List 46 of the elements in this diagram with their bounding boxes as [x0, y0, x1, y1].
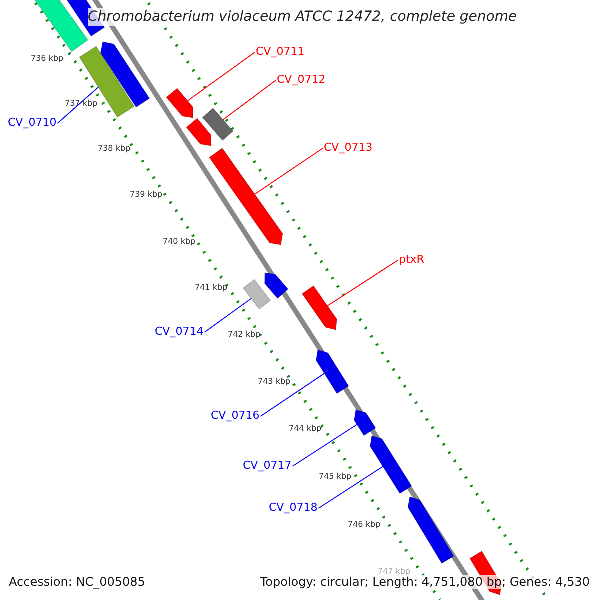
gene-label: CV_0711 [256, 45, 305, 58]
leader-line [292, 424, 358, 467]
gene-block [242, 279, 272, 310]
scale-label: 740 kbp [163, 237, 196, 247]
leader-line [222, 80, 276, 120]
gene-label: CV_0718 [269, 501, 318, 514]
scale-label: 746 kbp [348, 520, 381, 530]
leader-line [187, 52, 256, 102]
gene-block [202, 108, 234, 142]
gene-block [209, 148, 284, 246]
leader-line [327, 260, 398, 306]
scale-label: 747 kbp [378, 567, 411, 576]
genome-info-text: Topology: circular; Length: 4,751,080 bp; Genes: 4,530 [260, 575, 590, 589]
map-title: Chromobacterium violaceum ATCC 12472, complete genome [88, 8, 518, 26]
scale-label: 739 kbp [130, 190, 163, 200]
gene-label: CV_0710 [8, 116, 57, 129]
scale-label: 736 kbp [31, 54, 64, 64]
scale-label: 745 kbp [319, 472, 352, 482]
gene-block [316, 350, 350, 394]
leader-line [318, 466, 384, 509]
scale-label: 737 kbp [65, 99, 98, 109]
gene-block [264, 272, 289, 300]
gene-block [186, 118, 212, 146]
leader-line [204, 298, 252, 333]
gene-label: ptxR [399, 253, 424, 266]
accession-text: Accession: NC_005085 [9, 575, 146, 589]
gene-block [79, 46, 135, 118]
scale-label: 744 kbp [289, 424, 322, 434]
gene-block [354, 410, 376, 436]
gene-block [408, 496, 454, 564]
leader-line [254, 148, 324, 195]
gene-label: CV_0716 [211, 409, 260, 422]
gene-block [100, 42, 150, 108]
gene-label: CV_0713 [324, 141, 373, 154]
scale-label: 743 kbp [258, 377, 291, 387]
gene-label: CV_0717 [243, 459, 292, 472]
gene-block [166, 88, 194, 118]
gene-block [302, 286, 338, 330]
gene-label: CV_0714 [155, 325, 204, 338]
scale-label: 741 kbp [195, 283, 228, 293]
gene-block [370, 436, 412, 494]
leader-line [260, 373, 326, 417]
scale-label: 742 kbp [228, 330, 261, 340]
gene-label: CV_0712 [277, 73, 326, 86]
scale-label: 738 kbp [98, 144, 131, 154]
leader-line [57, 86, 100, 124]
